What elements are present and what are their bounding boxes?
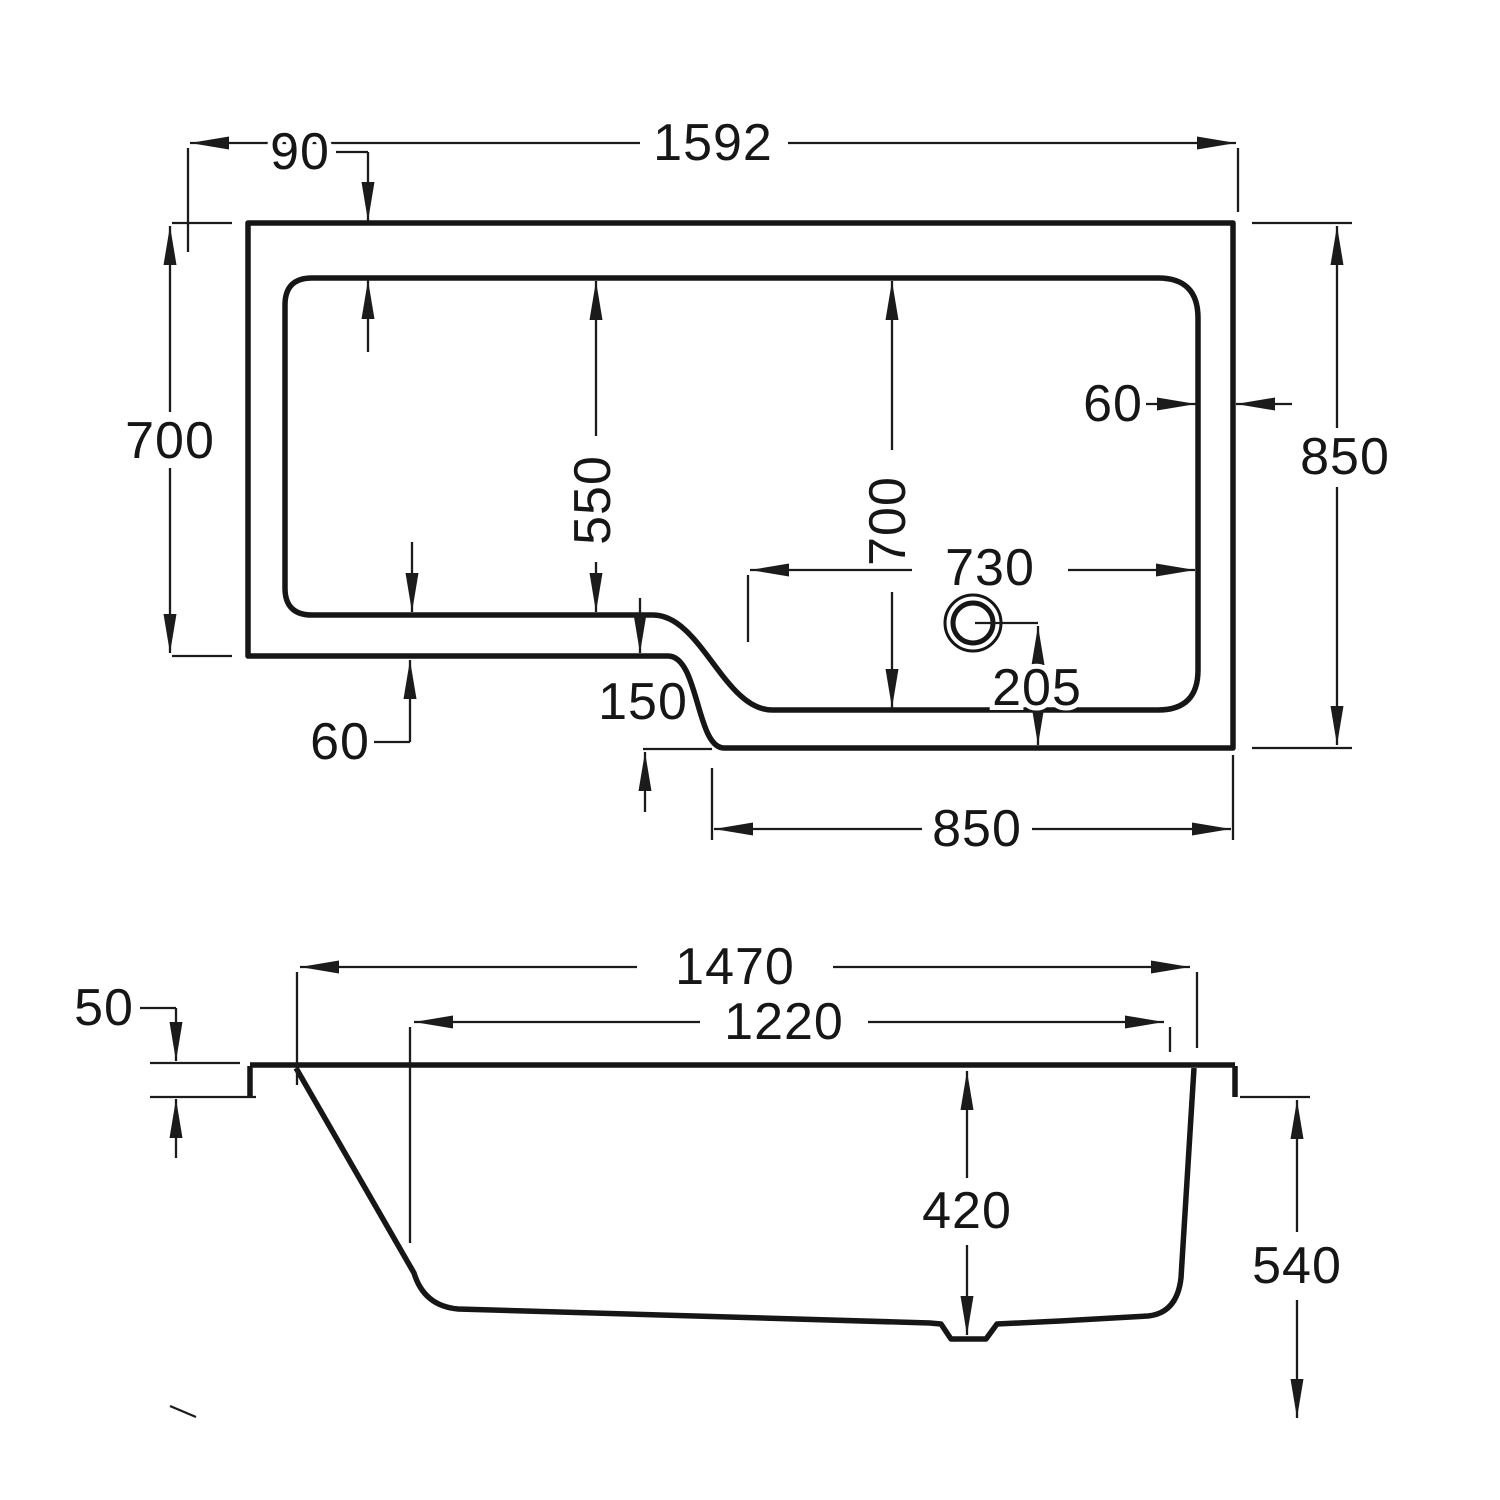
dim-overall-height: 540	[1240, 1095, 1346, 1418]
dim-bottom-wall-label: 60	[310, 713, 370, 771]
dim-bath-inner-width-label: 550	[564, 455, 622, 545]
dim-bath-end-width: 700	[120, 221, 232, 658]
dim-top-wall: 90	[265, 118, 375, 352]
dim-inner-depth: 420	[917, 1071, 1016, 1335]
dim-side-wall-label: 60	[1083, 375, 1143, 433]
dim-step-depth-label: 150	[598, 673, 688, 731]
dim-inner-length: 1220	[408, 988, 1172, 1243]
dim-shower-end-length-label: 850	[932, 800, 1022, 858]
dim-rim-drop-label: 50	[74, 979, 134, 1037]
dim-shower-end-length: 850	[710, 755, 1235, 863]
bath-outer-outline	[245, 220, 1236, 751]
dim-shower-end-width: 850	[1252, 221, 1394, 750]
dim-shower-inner-width: 700	[854, 281, 922, 708]
dim-overall-height-label: 540	[1252, 1237, 1342, 1295]
dim-drain-offset-x: 730	[746, 534, 1195, 642]
dim-inner-depth-label: 420	[922, 1182, 1012, 1240]
dim-bath-inner-width: 550	[559, 281, 627, 612]
dim-bottom-wall: 60	[305, 542, 419, 776]
side-view: 50 1470 1220 420 540	[69, 933, 1346, 1419]
dim-overall-length-label: 1592	[653, 114, 773, 172]
dim-rim-length: 1470	[295, 933, 1199, 1085]
dim-bath-end-width-label: 700	[125, 412, 215, 470]
floor-tick	[169, 1404, 197, 1419]
bath-inner-outline	[282, 275, 1201, 713]
dim-rim-drop: 50	[69, 974, 256, 1158]
dim-drain-offset-y-label: 205	[992, 659, 1082, 717]
dim-inner-length-label: 1220	[724, 993, 844, 1051]
dim-rim-length-label: 1470	[675, 938, 795, 996]
bath-profile-outline	[293, 1066, 1197, 1342]
dim-step-depth: 150	[593, 598, 712, 812]
dim-shower-inner-width-label: 700	[859, 476, 917, 566]
dim-drain-offset-x-label: 730	[945, 539, 1035, 597]
plan-view: 1592 90 700 550 700	[120, 109, 1394, 863]
dim-top-wall-label: 90	[270, 123, 330, 181]
dim-overall-length: 1592	[186, 109, 1240, 252]
dim-side-wall: 60	[1078, 370, 1292, 438]
dim-drain-offset-y: 205	[975, 621, 1086, 745]
dim-shower-end-width-label: 850	[1300, 428, 1390, 486]
